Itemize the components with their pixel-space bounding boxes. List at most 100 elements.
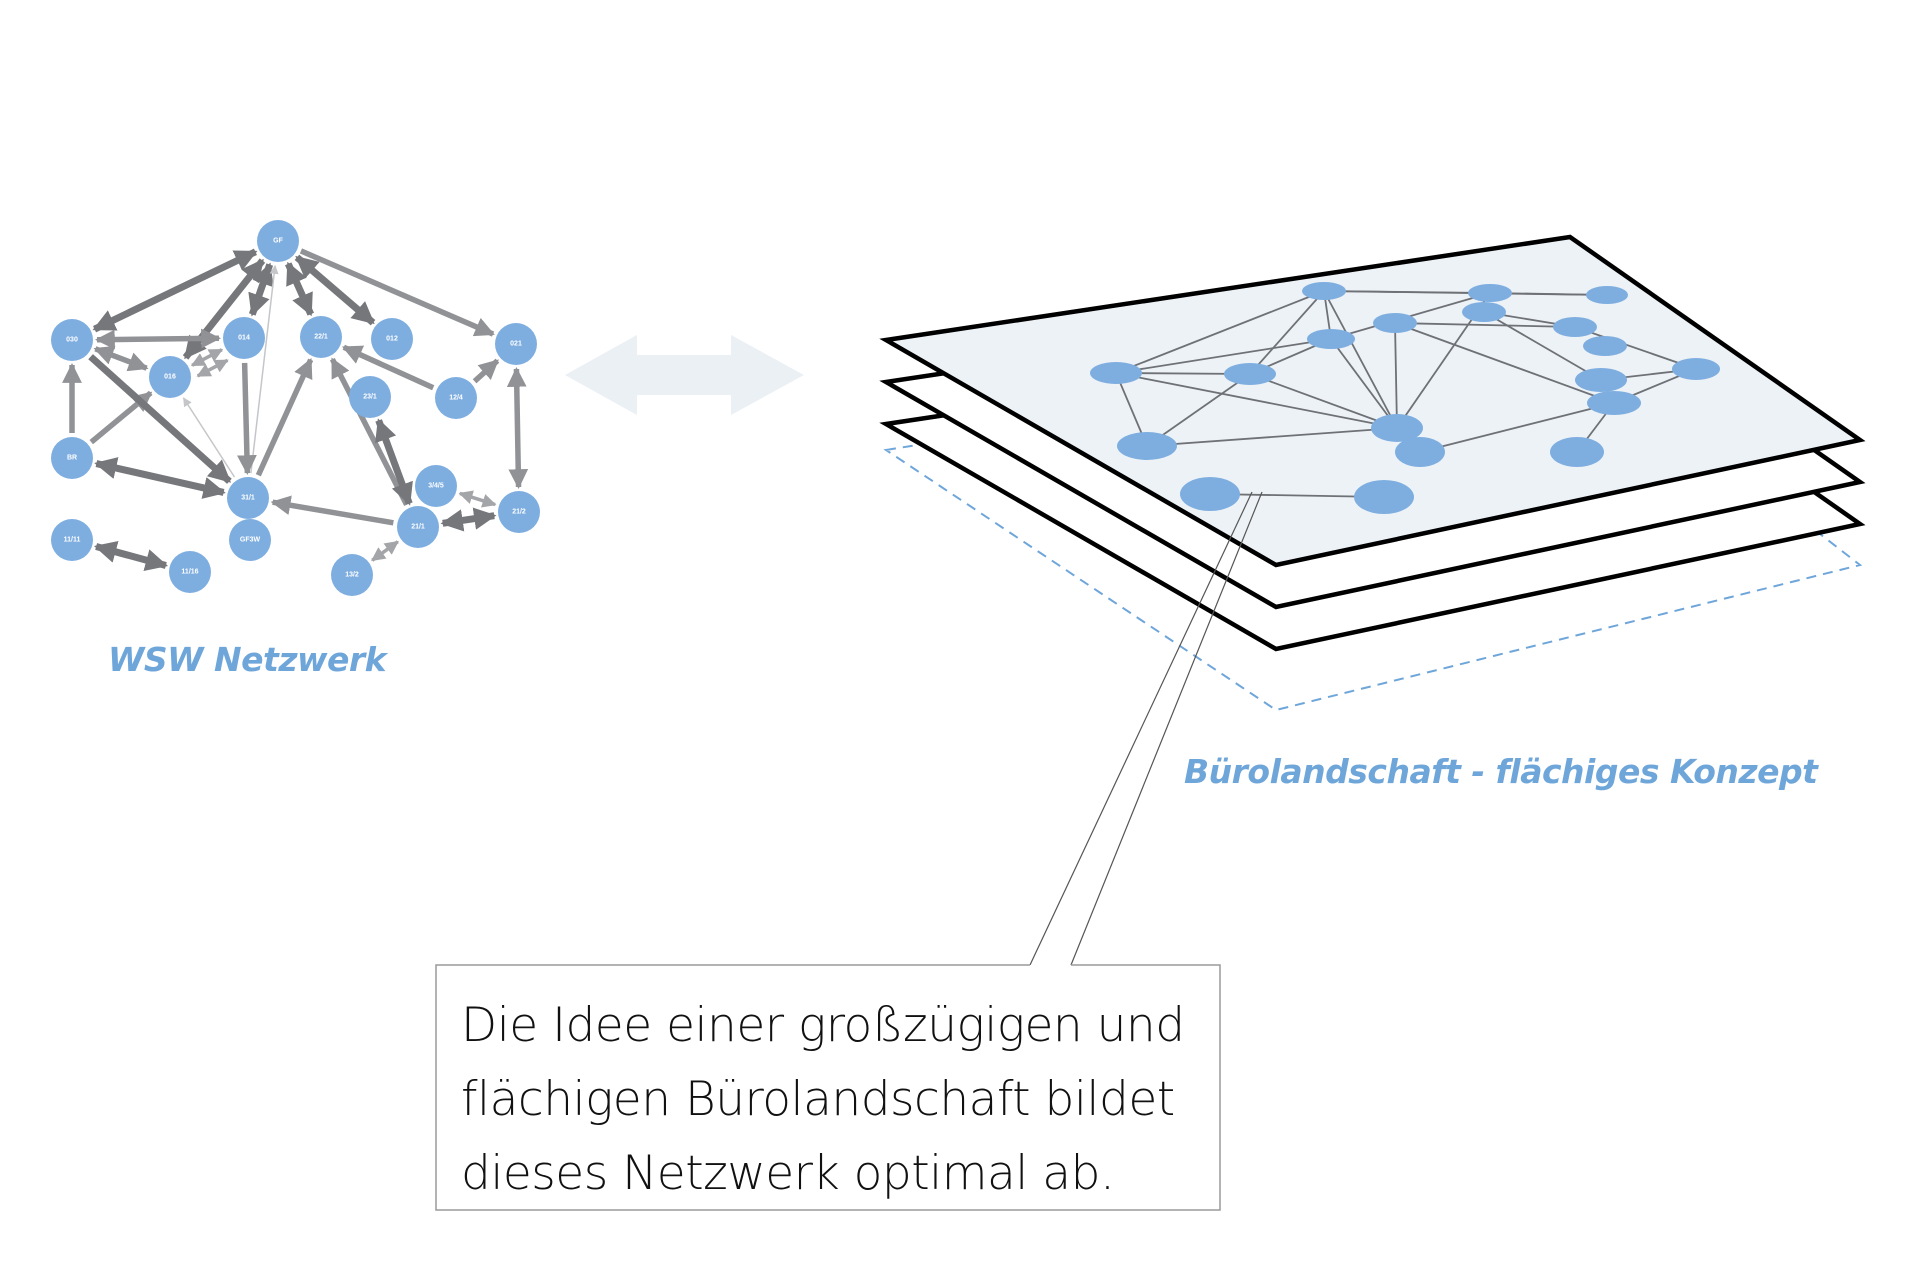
network-node-label: 21/1 xyxy=(411,524,425,531)
network-node-label: 13/2 xyxy=(345,572,359,579)
office-network-edge xyxy=(1483,311,1602,381)
network-node-circle xyxy=(371,318,413,360)
callout-box xyxy=(435,964,1221,1211)
network-edge xyxy=(196,358,229,378)
office-network-edge xyxy=(1330,338,1398,429)
office-network-edge xyxy=(1394,322,1398,429)
network-node: 3/4/5 xyxy=(415,465,457,507)
network-node-circle xyxy=(415,465,457,507)
network-edge xyxy=(375,418,413,506)
network-node-label: 016 xyxy=(164,374,176,381)
network-node: 23/1 xyxy=(349,376,391,418)
callout-leader-line xyxy=(1070,491,1263,966)
workstation-node xyxy=(1672,358,1720,380)
network-node-circle xyxy=(349,376,391,418)
network-node: 030 xyxy=(51,319,93,361)
network-node-circle xyxy=(229,519,271,561)
network-node-circle xyxy=(51,519,93,561)
network-node: GF xyxy=(257,220,299,262)
workstation-node xyxy=(1307,329,1355,349)
network-node-label: 23/1 xyxy=(363,394,377,401)
office-network-edge xyxy=(1249,373,1398,429)
network-node-circle xyxy=(498,491,540,533)
network-node: BR xyxy=(51,437,93,479)
network-node-label: 31/1 xyxy=(241,495,255,502)
network-node: GF3W xyxy=(229,519,271,561)
workstation-node xyxy=(1373,313,1417,333)
network-node-circle xyxy=(257,220,299,262)
network-edge xyxy=(270,495,394,526)
network-edge xyxy=(248,262,274,317)
network-node: 016 xyxy=(149,356,191,398)
workstation-node xyxy=(1302,282,1346,300)
workstation-node xyxy=(1550,437,1604,467)
workstation-node xyxy=(1354,480,1414,514)
network-node-circle xyxy=(495,323,537,365)
network-edge xyxy=(371,540,399,562)
network-edge xyxy=(341,344,435,391)
office-network-nodes xyxy=(1090,282,1720,514)
network-node-label: 12/4 xyxy=(449,395,463,402)
workstation-node xyxy=(1553,317,1597,337)
network-node-circle xyxy=(51,319,93,361)
workstation-node xyxy=(1468,284,1512,302)
network-edge xyxy=(92,248,258,333)
network-edge xyxy=(285,261,314,317)
office-network-edge xyxy=(1394,322,1576,328)
office-network-edge xyxy=(1574,326,1697,370)
callout-line: Die Idee einer großzügigen und xyxy=(461,998,1185,1053)
network-edge xyxy=(95,328,221,350)
network-node-label: 11/11 xyxy=(64,537,81,544)
network-node-label: GF xyxy=(273,238,283,245)
workstation-node xyxy=(1090,362,1142,384)
network-node-label: 012 xyxy=(386,336,398,343)
callout-leader-line xyxy=(1029,491,1253,966)
network-node-label: 014 xyxy=(238,335,250,342)
network-edge xyxy=(506,367,529,489)
network-node: 12/4 xyxy=(435,377,477,419)
network-node-circle xyxy=(300,316,342,358)
network-node: 014 xyxy=(223,317,265,359)
network-node-label: 22/1 xyxy=(314,334,328,341)
callout-line: flächigen Bürolandschaft bildet xyxy=(461,1072,1175,1127)
office-network-edge xyxy=(1115,290,1325,374)
network-edge xyxy=(93,345,149,372)
network-node-circle xyxy=(223,317,265,359)
callout-text: Die Idee einer großzügigen und flächigen… xyxy=(436,965,1220,1210)
network-node: 012 xyxy=(371,318,413,360)
office-network-edge xyxy=(1394,322,1615,404)
network-node-label: 21/2 xyxy=(512,509,526,516)
workstation-node xyxy=(1224,363,1276,385)
network-node-label: BR xyxy=(67,455,77,462)
office-network-edge xyxy=(1115,338,1332,374)
network-edge xyxy=(237,362,257,475)
network-node-circle xyxy=(397,506,439,548)
network-node: 31/1 xyxy=(227,477,269,519)
network-edge xyxy=(93,541,169,571)
network-edge xyxy=(190,348,224,367)
network-node: 13/2 xyxy=(331,554,373,596)
network-node-label: 021 xyxy=(510,341,522,348)
wsw-network-caption: WSW Netzwerk xyxy=(108,640,387,679)
network-edge xyxy=(182,397,236,478)
network-node: 021 xyxy=(495,323,537,365)
network-node: 11/11 xyxy=(51,519,93,561)
workstation-node xyxy=(1180,477,1240,511)
workstation-node xyxy=(1575,368,1627,392)
network-node-circle xyxy=(331,554,373,596)
network-edge xyxy=(299,248,495,337)
network-edge xyxy=(250,264,279,474)
network-node: 11/16 xyxy=(169,551,211,593)
network-edge xyxy=(294,254,376,326)
network-node-circle xyxy=(149,356,191,398)
network-edges xyxy=(62,248,529,571)
network-node: 21/2 xyxy=(498,491,540,533)
network-node-circle xyxy=(435,377,477,419)
network-node-label: GF3W xyxy=(240,537,261,544)
workstation-node xyxy=(1371,414,1423,442)
office-landscape-network xyxy=(1090,282,1720,514)
network-node-circle xyxy=(51,437,93,479)
office-network-edge xyxy=(1115,372,1398,429)
network-node-circle xyxy=(227,477,269,519)
network-node-label: 11/16 xyxy=(181,569,198,576)
